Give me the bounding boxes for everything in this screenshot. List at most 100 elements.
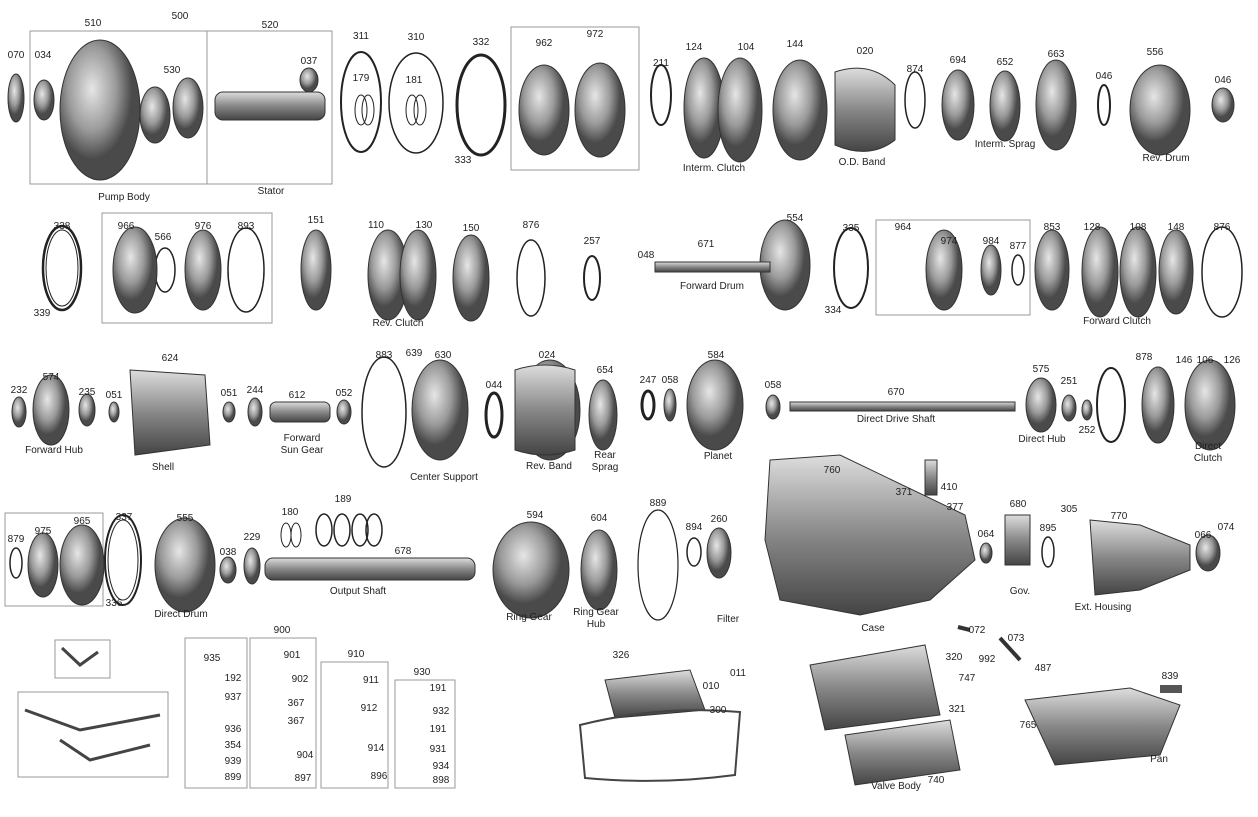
part-number-callout: 144	[786, 39, 804, 50]
part-number-callout: 410	[940, 482, 958, 493]
forward-sun-gear	[269, 401, 331, 423]
pan-gasket	[578, 709, 742, 782]
part-number-callout: 257	[583, 236, 601, 247]
part-number-callout: 148	[1167, 222, 1185, 233]
part-number-callout: 058	[661, 375, 679, 386]
part-number-callout: 902	[291, 674, 309, 685]
metal-part	[59, 39, 141, 181]
part-number-callout: 336	[105, 598, 123, 609]
snap-ring	[1041, 536, 1055, 568]
part-number-callout: 670	[887, 387, 905, 398]
part-number-callout: 894	[685, 522, 703, 533]
part-number-callout: 895	[1039, 523, 1057, 534]
part-number-callout: 937	[224, 692, 242, 703]
part-number-callout: 326	[612, 650, 630, 661]
snap-ring	[365, 513, 383, 547]
part-number-callout: 024	[538, 350, 556, 361]
part-number-callout: 555	[176, 513, 194, 524]
stator-shaft	[214, 91, 326, 121]
part-name-caption: Pump Body	[98, 192, 150, 203]
group-box	[54, 639, 111, 679]
part-number-callout: 984	[982, 236, 1000, 247]
part-name-caption: Stator	[257, 186, 285, 197]
metal-part	[941, 69, 975, 141]
snap-ring	[154, 247, 176, 293]
part-name-caption: Rev. Band	[526, 461, 572, 472]
part-number-callout: 037	[300, 56, 318, 67]
metal-part	[411, 359, 469, 461]
part-number-callout: 191	[429, 724, 447, 735]
metal-part	[11, 396, 27, 428]
snap-ring	[1201, 226, 1243, 318]
part-number-callout: 876	[1213, 222, 1231, 233]
metal-part	[1025, 377, 1057, 433]
snap-ring	[484, 391, 504, 439]
part-number-callout: 877	[1009, 241, 1027, 252]
detent-lever	[60, 646, 99, 667]
part-number-callout: 630	[434, 350, 452, 361]
part-number-callout: 106	[1196, 355, 1214, 366]
shell	[129, 369, 211, 456]
part-number-callout: 556	[1146, 47, 1164, 58]
part-number-callout: 575	[1032, 364, 1050, 375]
valve-body-lower	[844, 719, 961, 786]
part-number-callout: 878	[1135, 352, 1153, 363]
part-number-callout: 251	[1060, 376, 1078, 387]
part-number-callout: 124	[685, 42, 703, 53]
metal-part	[1081, 399, 1093, 421]
metal-part	[1061, 394, 1077, 422]
part-name-caption: Rear Sprag	[591, 450, 619, 473]
metal-part	[300, 229, 332, 311]
snap-ring	[1011, 254, 1025, 286]
part-name-caption: Ring Gear	[506, 612, 552, 623]
part-name-caption: Direct Drive Shaft	[856, 414, 936, 425]
part-number-callout: 048	[637, 250, 655, 261]
snap-ring	[650, 64, 672, 126]
part-number-callout: 897	[294, 773, 312, 784]
snap-ring	[340, 51, 382, 153]
metal-part	[59, 524, 105, 606]
snap-ring	[45, 229, 79, 307]
metal-part	[492, 521, 570, 619]
metal-part	[184, 229, 222, 311]
part-number-callout: 966	[117, 221, 135, 232]
part-number-callout: 300	[709, 705, 727, 716]
part-name-caption: Planet	[703, 451, 733, 462]
group-box	[394, 679, 456, 789]
metal-part	[980, 244, 1002, 296]
snap-ring	[9, 547, 23, 579]
part-number-callout: 367	[287, 698, 305, 709]
part-number-callout: 678	[394, 546, 412, 557]
part-number-callout: 594	[526, 510, 544, 521]
metal-part	[686, 359, 744, 451]
part-number-callout: 912	[360, 703, 378, 714]
group-box	[510, 26, 640, 171]
part-number-callout: 964	[894, 222, 912, 233]
metal-part	[772, 59, 828, 161]
snap-ring	[833, 227, 869, 309]
direct-drive-shaft	[789, 401, 1016, 412]
part-number-callout: 975	[34, 526, 52, 537]
part-number-callout: 247	[639, 375, 657, 386]
part-number-callout: 899	[224, 772, 242, 783]
part-number-callout: 305	[1060, 504, 1078, 515]
governor	[1004, 514, 1031, 566]
part-number-callout: 052	[335, 388, 353, 399]
part-number-callout: 192	[224, 673, 242, 684]
metal-part	[765, 394, 781, 420]
metal-part	[925, 229, 963, 311]
metal-part	[518, 64, 570, 156]
metal-part	[989, 70, 1021, 142]
part-number-callout: 044	[485, 380, 503, 391]
part-number-callout: 939	[224, 756, 242, 767]
snap-ring	[280, 522, 292, 548]
part-number-callout: 011	[730, 668, 746, 679]
part-number-callout: 904	[296, 750, 314, 761]
part-number-callout: 500	[171, 11, 189, 22]
part-number-callout: 612	[288, 390, 306, 401]
part-number-callout: 839	[1161, 671, 1179, 682]
part-number-callout: 150	[462, 223, 480, 234]
part-number-callout: 332	[472, 37, 490, 48]
snap-ring	[388, 52, 444, 154]
